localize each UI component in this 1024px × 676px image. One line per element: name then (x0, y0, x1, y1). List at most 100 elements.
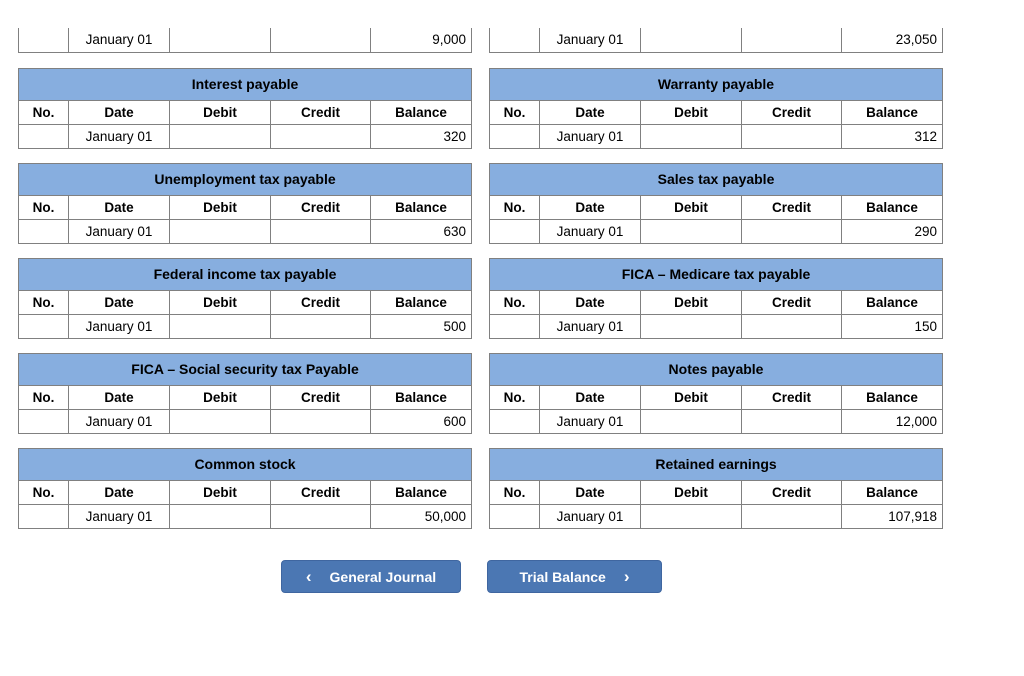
ledger-title: Retained earnings (488, 447, 944, 481)
ledger-table-fica-medicare-tax-payable: FICA – Medicare tax payable No. Date Deb… (488, 257, 944, 339)
column-header-balance: Balance (369, 99, 473, 125)
column-header-date: Date (539, 194, 641, 220)
cell-balance: 12,000 (841, 408, 943, 434)
ledger-row: January 01 500 (18, 313, 473, 339)
ledger-row: January 01 12,000 (489, 408, 943, 434)
ledger-grid: January 01 9,000 January 01 23,050 Inter… (17, 0, 944, 543)
column-header-credit: Credit (270, 289, 371, 315)
cell-debit (640, 313, 742, 339)
column-header-debit: Debit (169, 194, 271, 220)
cell-credit (270, 123, 371, 149)
column-header-no: No. (18, 289, 69, 315)
ledger-row: January 01 50,000 (18, 503, 473, 529)
cell-date: January 01 (539, 123, 641, 149)
ledger-table-unemployment-tax-payable: Unemployment tax payable No. Date Debit … (17, 162, 473, 244)
cell-date: January 01 (68, 313, 170, 339)
ledger-table-fica-social-security-tax-payable: FICA – Social security tax Payable No. D… (17, 352, 473, 434)
cell-credit (270, 28, 371, 53)
ledger-title: Notes payable (489, 352, 943, 386)
column-header-credit: Credit (270, 194, 371, 220)
column-header-balance: Balance (840, 194, 944, 220)
ledger-row: January 01 290 (489, 218, 944, 244)
column-header-credit: Credit (741, 289, 842, 315)
partial-ledger-table-right: January 01 23,050 (489, 28, 943, 53)
column-header-no: No. (18, 479, 69, 505)
cell-debit (169, 123, 271, 149)
cell-date: January 01 (68, 503, 170, 529)
ledger-table-notes-payable: Notes payable No. Date Debit Credit Bala… (489, 352, 943, 434)
ledger-table-common-stock: Common stock No. Date Debit Credit Balan… (17, 447, 473, 529)
cell-balance: 50,000 (369, 503, 473, 529)
column-header-credit: Credit (741, 99, 842, 125)
ledger-table-retained-earnings: Retained earnings No. Date Debit Credit … (488, 447, 944, 529)
ledger-row: January 01 150 (489, 313, 944, 339)
cell-credit (270, 408, 371, 434)
column-header-no: No. (18, 194, 69, 220)
cell-credit (270, 503, 371, 529)
cell-no (18, 503, 69, 529)
ledger-title: Common stock (17, 447, 473, 481)
cell-credit (741, 123, 842, 149)
ledger-row: January 01 107,918 (489, 503, 944, 529)
cell-date: January 01 (68, 408, 170, 434)
cell-balance: 150 (840, 313, 944, 339)
column-header-date: Date (68, 384, 170, 410)
ledger-title: Warranty payable (488, 67, 944, 101)
cell-balance: 23,050 (841, 28, 943, 53)
column-header-balance: Balance (369, 289, 473, 315)
general-journal-button[interactable]: ‹ General Journal (281, 560, 461, 593)
column-header-credit: Credit (741, 384, 842, 410)
cell-balance: 600 (369, 408, 473, 434)
cell-date: January 01 (539, 28, 641, 53)
cell-debit (169, 28, 271, 53)
column-header-debit: Debit (169, 384, 271, 410)
trial-balance-button[interactable]: Trial Balance › (487, 560, 662, 593)
column-header-credit: Credit (270, 479, 371, 505)
cell-credit (741, 503, 842, 529)
column-header-debit: Debit (640, 289, 742, 315)
partial-ledger-table-left: January 01 9,000 (18, 28, 472, 53)
cell-no (489, 408, 540, 434)
ledger-row: January 01 23,050 (489, 28, 943, 53)
column-header-debit: Debit (640, 384, 742, 410)
ledger-row: January 01 600 (18, 408, 473, 434)
ledger-title: FICA – Medicare tax payable (488, 257, 944, 291)
column-header-date: Date (539, 289, 641, 315)
cell-no (18, 313, 69, 339)
column-header-debit: Debit (640, 479, 742, 505)
cell-balance: 290 (840, 218, 944, 244)
cell-date: January 01 (539, 313, 641, 339)
cell-balance: 320 (369, 123, 473, 149)
ledger-row: January 01 9,000 (18, 28, 472, 53)
column-header-balance: Balance (840, 99, 944, 125)
column-header-debit: Debit (169, 479, 271, 505)
ledger-title: Federal income tax payable (17, 257, 473, 291)
general-journal-button-label: General Journal (329, 568, 437, 585)
cell-no (489, 313, 540, 339)
column-header-no: No. (489, 289, 540, 315)
ledger-row: January 01 630 (18, 218, 473, 244)
ledger-title: FICA – Social security tax Payable (17, 352, 473, 386)
column-header-credit: Credit (270, 384, 371, 410)
column-header-balance: Balance (841, 384, 943, 410)
cell-credit (741, 408, 842, 434)
cell-no (489, 28, 540, 53)
cell-no (489, 503, 540, 529)
cell-debit (640, 28, 742, 53)
ledger-table-interest-payable: Interest payable No. Date Debit Credit B… (17, 67, 473, 149)
column-header-credit: Credit (741, 194, 842, 220)
column-header-date: Date (539, 479, 641, 505)
ledger-table-warranty-payable: Warranty payable No. Date Debit Credit B… (488, 67, 944, 149)
cell-debit (640, 408, 742, 434)
ledger-row: January 01 312 (489, 123, 944, 149)
column-header-date: Date (68, 194, 170, 220)
column-header-balance: Balance (840, 289, 944, 315)
column-header-date: Date (539, 384, 641, 410)
column-header-balance: Balance (369, 194, 473, 220)
cell-credit (741, 218, 842, 244)
column-header-no: No. (489, 99, 540, 125)
cell-debit (169, 313, 271, 339)
cell-debit (640, 123, 742, 149)
column-header-no: No. (18, 384, 69, 410)
